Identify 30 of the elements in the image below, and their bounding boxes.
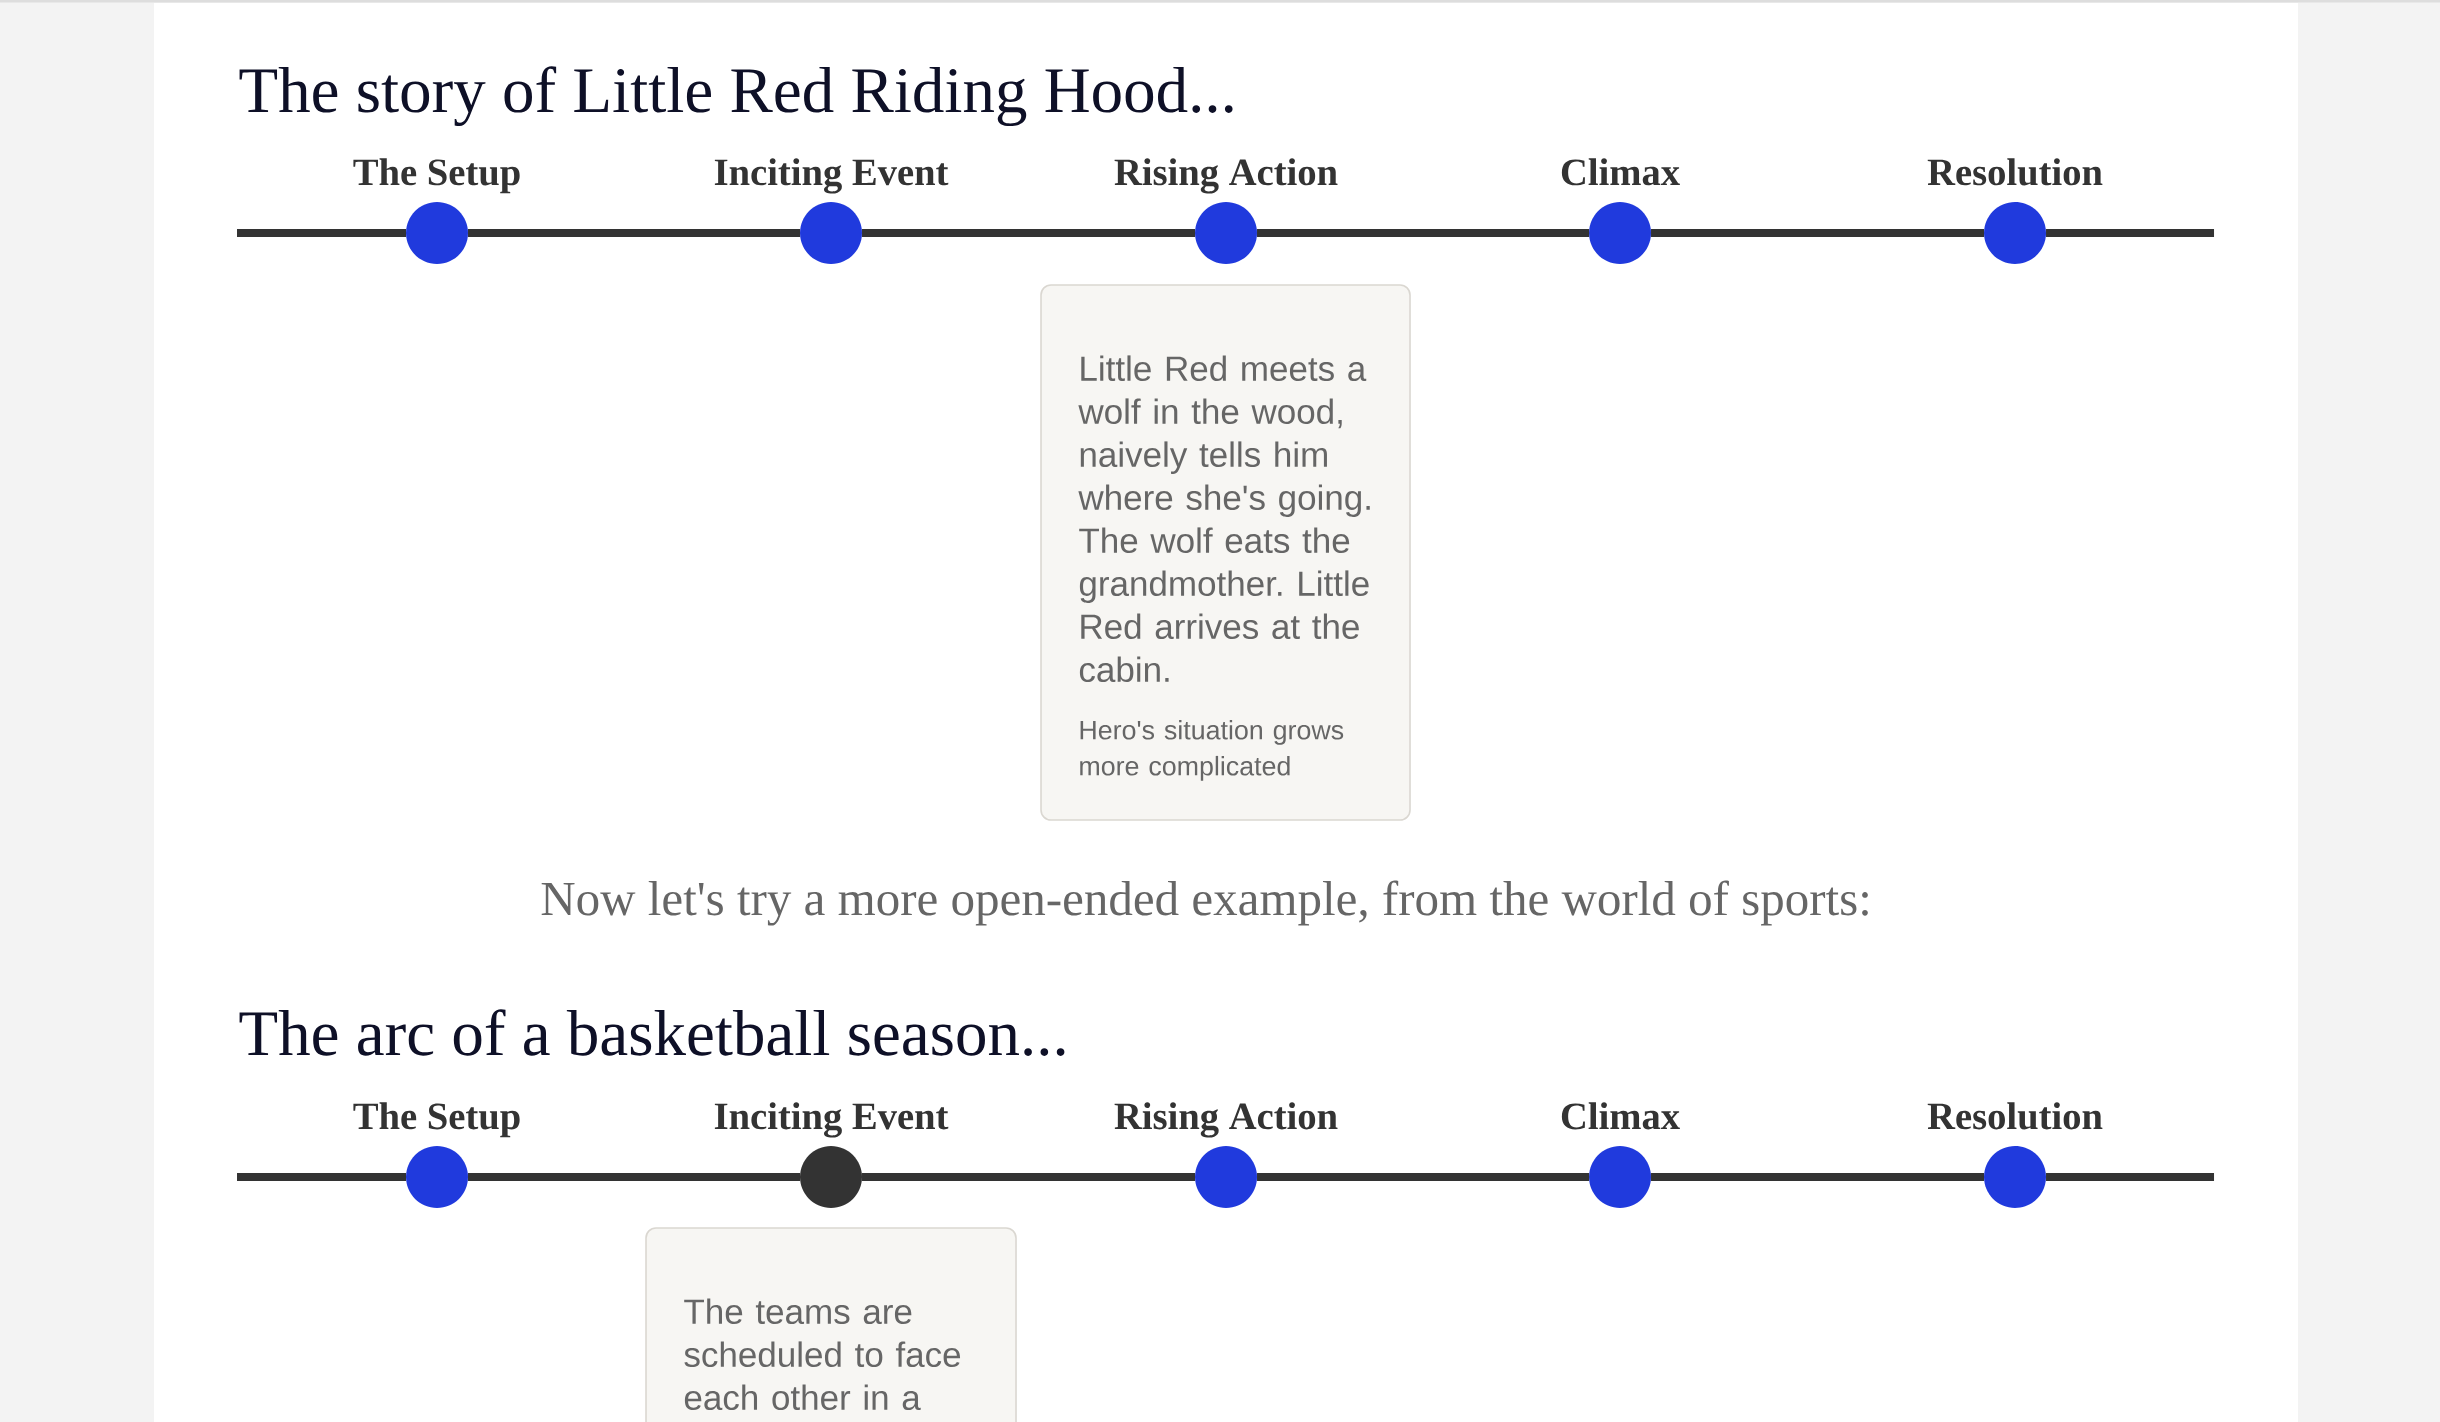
stage-label: Inciting Event xyxy=(714,1102,949,1138)
stage-label: Resolution xyxy=(1927,158,2103,186)
card-text: Little Red meets a wolf in the wood, naively tells him where she's going. The wolf eats the grandmother. Little Red arrives at the cabin. xyxy=(1078,355,1370,683)
heading: The arc of a basketball season... xyxy=(239,1009,1065,1056)
stage-label: Resolution xyxy=(1927,1102,2103,1130)
stage-label: The Setup xyxy=(353,1102,520,1138)
info-card xyxy=(1040,284,1411,821)
stage-label: Rising Action xyxy=(1114,1102,1338,1138)
info-card xyxy=(645,1227,1017,1422)
timeline-track xyxy=(2046,229,2215,237)
timeline-track xyxy=(862,229,1195,237)
stage-label: Climax xyxy=(1561,1102,1680,1130)
stage-label: The Setup xyxy=(353,158,520,194)
timeline-track xyxy=(468,1173,800,1181)
timeline-track xyxy=(237,1173,406,1181)
timeline-track xyxy=(468,229,800,237)
timeline-track xyxy=(1257,229,1589,237)
intro-text: Now let's try a more open-ended example, from the world of sports: xyxy=(541,880,1868,926)
heading: The story of Little Red Riding Hood... xyxy=(239,66,1233,126)
stage-label: Rising Action xyxy=(1114,158,1338,194)
timeline-track xyxy=(1651,1173,1984,1181)
stage-label: Climax xyxy=(1561,158,1680,186)
timeline-track xyxy=(862,1173,1195,1181)
timeline-track xyxy=(237,229,406,237)
card-text: The teams are scheduled to face each other in a xyxy=(684,1298,961,1411)
timeline-track xyxy=(1651,229,1984,237)
timeline-track xyxy=(2046,1173,2215,1181)
card-note: Hero's situation grows more complicated xyxy=(1080,719,1344,781)
timeline-track xyxy=(1257,1173,1589,1181)
stage-label: Inciting Event xyxy=(714,158,949,194)
